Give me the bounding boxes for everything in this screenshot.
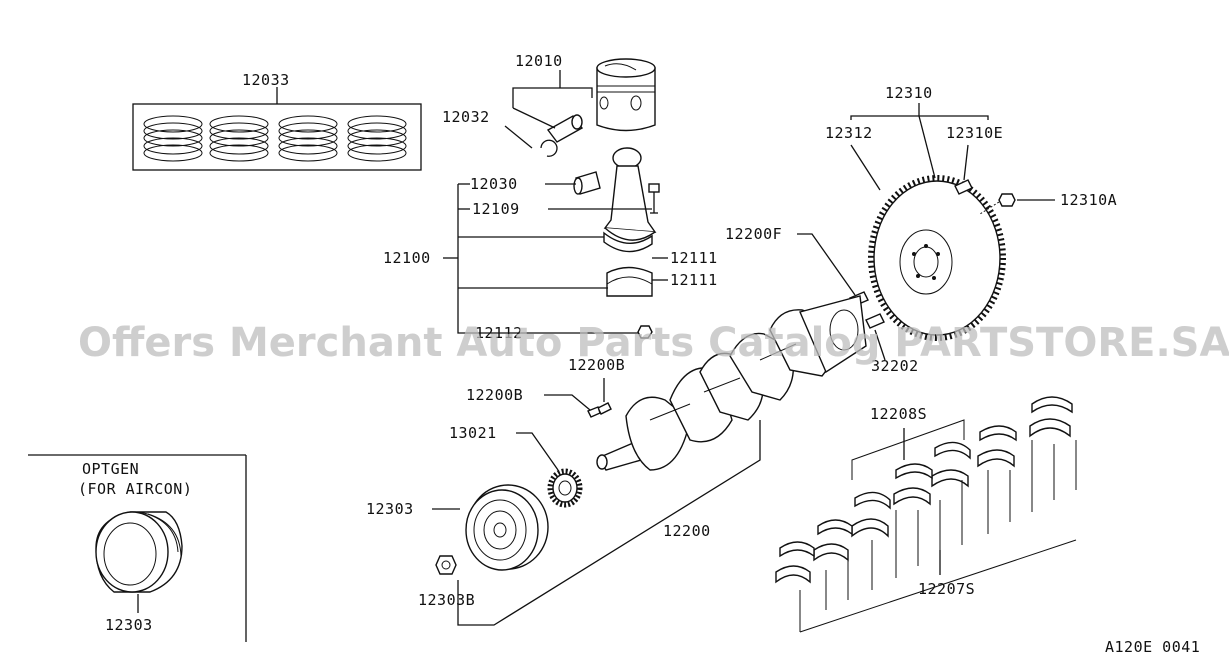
label-flywheel-dowel[interactable]: 12310E [946, 124, 1003, 142]
piston-rings-set[interactable] [132, 103, 422, 171]
flywheel[interactable] [868, 175, 1006, 341]
pilot-bushing[interactable] [865, 313, 885, 329]
crank-pulley[interactable] [465, 484, 549, 571]
ring-stack-4 [347, 115, 407, 162]
label-option-pulley[interactable]: 12303 [105, 616, 153, 634]
option-box-title: OPTGEN [82, 460, 139, 478]
label-piston-rings[interactable]: 12033 [242, 71, 290, 89]
label-crank-dowel[interactable]: 12200F [725, 225, 782, 243]
ring-stack-2 [209, 115, 269, 162]
piston-pin[interactable] [546, 114, 584, 143]
label-thrust-bearings[interactable]: 12208S [870, 405, 927, 423]
label-pilot-bushing[interactable]: 32202 [871, 357, 919, 375]
label-flywheel-bolt[interactable]: 12310A [1060, 191, 1117, 209]
label-main-bearings[interactable]: 12207S [918, 580, 975, 598]
label-pulley-bolt[interactable]: 12303B [418, 591, 475, 609]
label-con-rod-bolt[interactable]: 12109 [472, 200, 520, 218]
option-pulley[interactable] [95, 511, 183, 593]
thrust-bearings[interactable] [851, 396, 1073, 538]
label-con-rod-bushing[interactable]: 12030 [470, 175, 518, 193]
label-crankshaft[interactable]: 12200 [663, 522, 711, 540]
con-rod-bushing[interactable] [573, 171, 601, 195]
piston[interactable] [596, 58, 656, 132]
option-box [28, 454, 247, 642]
label-piston-pin-clip[interactable]: 12032 [442, 108, 490, 126]
flywheel-dowel[interactable] [954, 179, 973, 195]
label-crank-key-a[interactable]: 12200B [568, 356, 625, 374]
connecting-rod[interactable] [603, 147, 657, 241]
crankshaft[interactable] [596, 295, 867, 471]
label-crank-key-b[interactable]: 12200B [466, 386, 523, 404]
ring-stack-1 [143, 115, 203, 162]
label-con-rod-assy[interactable]: 12100 [383, 249, 431, 267]
piston-pin-clip[interactable] [540, 139, 558, 157]
label-flywheel[interactable]: 12312 [825, 124, 873, 142]
flywheel-bolt[interactable] [979, 193, 1016, 215]
con-rod-cap[interactable] [606, 266, 653, 297]
con-rod-bolt[interactable] [648, 183, 660, 214]
label-con-rod-bearing-upper[interactable]: 12111 [670, 249, 718, 267]
watermark-text: Offers Merchant Auto Parts Catalog PARTS… [78, 320, 1229, 366]
label-flywheel-assy[interactable]: 12310 [885, 84, 933, 102]
main-bearings[interactable] [775, 519, 853, 584]
ring-stack-3 [278, 115, 338, 162]
diagram-code: A120E 0041 [1105, 638, 1200, 656]
con-rod-bearing-upper[interactable] [603, 231, 653, 253]
con-rod-nut[interactable] [637, 325, 653, 339]
crank-sprocket[interactable] [547, 468, 583, 508]
label-piston[interactable]: 12010 [515, 52, 563, 70]
label-crank-pulley[interactable]: 12303 [366, 500, 414, 518]
crank-pulley-bolt[interactable] [435, 555, 457, 575]
crank-key-lower[interactable] [587, 406, 601, 418]
label-crank-sprocket[interactable]: 13021 [449, 424, 497, 442]
option-box-subtitle: (FOR AIRCON) [78, 480, 192, 498]
label-con-rod-nut[interactable]: 12112 [475, 324, 523, 342]
label-con-rod-bearing-lower[interactable]: 12111 [670, 271, 718, 289]
